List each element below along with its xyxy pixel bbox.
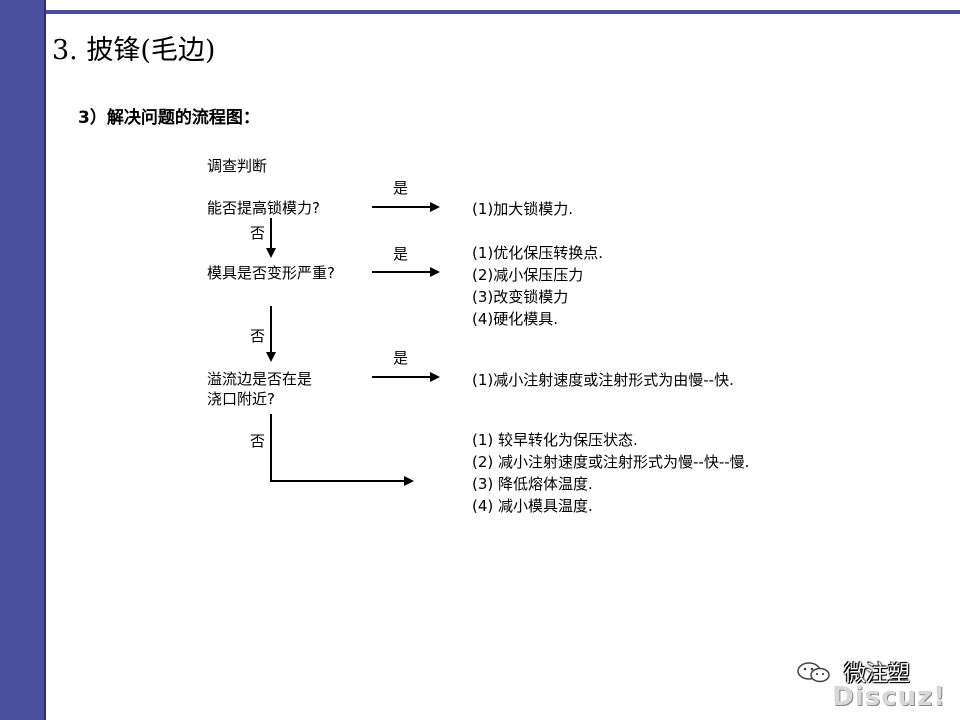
action-4-item: (3) 降低熔体温度.: [472, 475, 593, 493]
action-3-item: (1)减小注射速度或注射形式为由慢--快.: [472, 371, 734, 389]
no-label-1: 否: [250, 224, 266, 242]
question-3-line1: 溢流边是否在是: [207, 370, 313, 388]
arrow-yes-3: [372, 372, 440, 382]
arrow-yes-2: [372, 267, 440, 277]
left-sidebar-bar: [0, 0, 46, 720]
slide-subtitle: 3）解决问题的流程图：: [78, 108, 260, 128]
arrow-yes-1: [372, 202, 440, 212]
left-divider: [44, 0, 46, 720]
action-4-item: (2) 减小注射速度或注射形式为慢--快--慢.: [472, 453, 750, 471]
question-1: 能否提高锁模力?: [207, 199, 320, 217]
flow-header: 调查判断: [207, 157, 268, 175]
watermark-logo-text: Discuz!: [832, 682, 946, 712]
action-2-item: (2)减小保压压力: [472, 266, 584, 284]
question-2: 模具是否变形严重?: [207, 264, 335, 282]
action-2-item: (1)优化保压转换点.: [472, 244, 604, 262]
top-divider: [46, 10, 960, 14]
yes-label-2: 是: [393, 245, 409, 263]
wechat-icon: [797, 662, 830, 683]
action-2-item: (3)改变锁模力: [472, 288, 569, 306]
action-1-item: (1)加大锁模力.: [472, 200, 574, 218]
watermark-top-text: 微注塑: [843, 662, 910, 687]
yes-label-3: 是: [393, 349, 409, 367]
arrow-no-1: [266, 218, 276, 258]
arrow-final: [270, 476, 414, 486]
slide-title: 3. 披锋(毛边): [52, 35, 216, 66]
no-label-2: 否: [250, 327, 266, 345]
action-2-item: (4)硬化模具.: [472, 310, 559, 328]
no-label-3: 否: [250, 432, 266, 450]
question-3-line2: 浇口附近?: [207, 390, 275, 408]
yes-label-1: 是: [393, 179, 409, 197]
connector-no-3: [270, 414, 272, 482]
arrow-no-2: [266, 306, 276, 362]
action-4-item: (4) 减小模具温度.: [472, 497, 593, 515]
watermark: 微注塑 Discuz!: [796, 656, 946, 712]
action-4-item: (1) 较早转化为保压状态.: [472, 431, 638, 449]
